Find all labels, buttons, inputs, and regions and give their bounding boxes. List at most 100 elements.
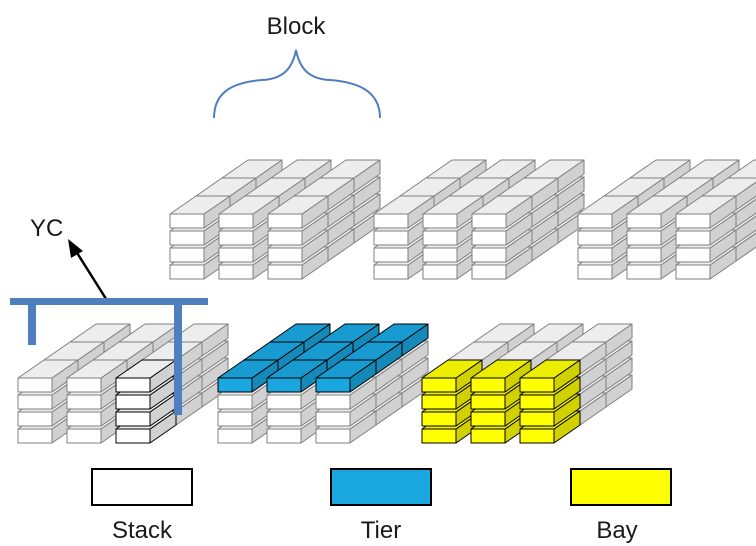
container-front-face bbox=[217, 411, 253, 427]
container-block bbox=[169, 159, 381, 280]
container-box bbox=[519, 359, 581, 393]
container-front-face bbox=[315, 428, 351, 444]
container-box bbox=[470, 359, 532, 393]
legend-bay-label: Bay bbox=[596, 517, 637, 544]
container-front-face bbox=[218, 213, 254, 229]
container-box bbox=[675, 195, 737, 229]
container-front-face bbox=[115, 377, 151, 393]
container-front-face bbox=[373, 247, 409, 263]
container-box bbox=[17, 359, 79, 393]
container-block bbox=[421, 323, 633, 444]
container-front-face bbox=[471, 247, 507, 263]
container-front-face bbox=[519, 411, 555, 427]
legend-stack-label: Stack bbox=[112, 517, 173, 544]
container-box bbox=[66, 359, 128, 393]
container-front-face bbox=[218, 247, 254, 263]
crane-left-leg bbox=[28, 305, 36, 345]
container-front-face bbox=[218, 230, 254, 246]
container-front-face bbox=[169, 230, 205, 246]
container-front-face bbox=[266, 428, 302, 444]
container-front-face bbox=[115, 394, 151, 410]
container-front-face bbox=[675, 247, 711, 263]
container-front-face bbox=[470, 411, 506, 427]
container-box bbox=[217, 359, 279, 393]
crane-beam bbox=[10, 298, 208, 305]
container-front-face bbox=[315, 411, 351, 427]
container-front-face bbox=[577, 230, 613, 246]
legend-tier-label: Tier bbox=[361, 517, 401, 544]
container-front-face bbox=[675, 213, 711, 229]
container-front-face bbox=[519, 428, 555, 444]
container-front-face bbox=[17, 394, 53, 410]
container-front-face bbox=[217, 428, 253, 444]
container-block bbox=[17, 323, 229, 444]
container-box bbox=[421, 359, 483, 393]
container-front-face bbox=[169, 247, 205, 263]
container-front-face bbox=[267, 264, 303, 280]
legend-stack-swatch bbox=[91, 468, 193, 506]
container-box bbox=[422, 195, 484, 229]
container-box bbox=[169, 195, 231, 229]
container-front-face bbox=[66, 377, 102, 393]
container-front-face bbox=[519, 394, 555, 410]
container-blocks bbox=[17, 159, 756, 444]
container-box bbox=[577, 195, 639, 229]
container-front-face bbox=[626, 247, 662, 263]
container-front-face bbox=[169, 213, 205, 229]
container-front-face bbox=[373, 213, 409, 229]
yard-crane bbox=[10, 298, 208, 415]
container-box bbox=[626, 195, 688, 229]
container-front-face bbox=[267, 213, 303, 229]
container-block bbox=[373, 159, 585, 280]
container-front-face bbox=[675, 230, 711, 246]
container-front-face bbox=[422, 247, 458, 263]
container-front-face bbox=[470, 394, 506, 410]
container-front-face bbox=[422, 230, 458, 246]
container-front-face bbox=[373, 264, 409, 280]
container-front-face bbox=[421, 377, 457, 393]
container-block bbox=[217, 323, 429, 444]
container-box bbox=[266, 359, 328, 393]
container-front-face bbox=[421, 411, 457, 427]
yc-arrowhead bbox=[68, 239, 83, 258]
legend-tier-swatch bbox=[330, 468, 432, 506]
container-front-face bbox=[422, 264, 458, 280]
container-box bbox=[471, 195, 533, 229]
container-front-face bbox=[66, 428, 102, 444]
container-box bbox=[218, 195, 280, 229]
container-front-face bbox=[422, 213, 458, 229]
container-box bbox=[267, 195, 329, 229]
legend-bay-swatch bbox=[570, 468, 672, 506]
yc-arrow bbox=[72, 247, 110, 303]
block-label: Block bbox=[267, 13, 327, 40]
container-front-face bbox=[471, 213, 507, 229]
container-front-face bbox=[577, 264, 613, 280]
container-front-face bbox=[266, 394, 302, 410]
container-front-face bbox=[66, 394, 102, 410]
container-front-face bbox=[577, 213, 613, 229]
container-front-face bbox=[169, 264, 205, 280]
yc-label: YC bbox=[30, 215, 63, 242]
container-front-face bbox=[17, 377, 53, 393]
container-front-face bbox=[421, 394, 457, 410]
crane-right-leg bbox=[174, 305, 182, 415]
container-front-face bbox=[17, 411, 53, 427]
container-front-face bbox=[373, 230, 409, 246]
legend: Stack Tier Bay bbox=[91, 468, 672, 544]
container-front-face bbox=[66, 411, 102, 427]
container-front-face bbox=[17, 428, 53, 444]
container-front-face bbox=[217, 377, 253, 393]
container-front-face bbox=[626, 213, 662, 229]
container-front-face bbox=[315, 394, 351, 410]
container-front-face bbox=[266, 411, 302, 427]
container-front-face bbox=[626, 264, 662, 280]
container-front-face bbox=[470, 377, 506, 393]
container-front-face bbox=[471, 264, 507, 280]
container-box bbox=[115, 359, 177, 393]
container-front-face bbox=[675, 264, 711, 280]
container-front-face bbox=[421, 428, 457, 444]
container-front-face bbox=[115, 411, 151, 427]
container-front-face bbox=[577, 247, 613, 263]
